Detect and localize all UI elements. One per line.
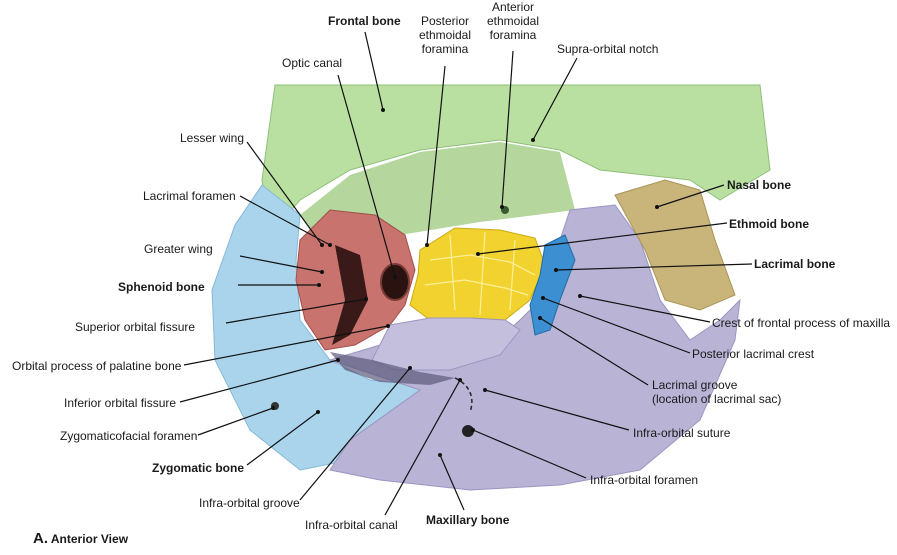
- label-zygomatic-bone: Zygomatic bone: [152, 461, 245, 475]
- label-lesser-wing: Lesser wing: [180, 131, 245, 145]
- label-infraorbital-canal: Infra-orbital canal: [305, 518, 398, 532]
- label-posterior-ethmoidal-foramina: Posterior ethmoidal foramina: [418, 14, 472, 56]
- infraorbital-foramen-hole: [462, 425, 474, 437]
- leader-dots: [271, 108, 659, 457]
- label-zygomaticofacial-foramen: Zygomaticofacial foramen: [60, 429, 198, 443]
- superior-orbital-fissure: [332, 245, 368, 345]
- label-frontal-bone: Frontal bone: [328, 14, 401, 28]
- caption-letter: A.: [33, 530, 48, 547]
- label-lacrimal-groove: Lacrimal groove (location of lacrimal sa…: [652, 378, 782, 406]
- caption-text: Anterior View: [50, 532, 129, 546]
- label-lacrimal-foramen: Lacrimal foramen: [143, 189, 236, 203]
- label-inferior-orbital-fissure: Inferior orbital fissure: [64, 396, 177, 410]
- inferior-orbital-fissure: [330, 352, 455, 385]
- label-greater-wing: Greater wing: [144, 242, 213, 256]
- maxillary-bone-region: [328, 204, 741, 491]
- label-infraorbital-suture: Infra-orbital suture: [633, 426, 731, 440]
- label-crest-frontal-process-maxilla: Crest of frontal process of maxilla: [712, 316, 891, 330]
- label-infraorbital-foramen: Infra-orbital foramen: [590, 473, 699, 487]
- ethmoid-cells: [424, 231, 536, 316]
- label-maxillary-bone: Maxillary bone: [426, 513, 510, 527]
- label-superior-orbital-fissure: Superior orbital fissure: [75, 320, 196, 334]
- label-supraorbital-notch: Supra-orbital notch: [557, 42, 659, 56]
- label-optic-canal: Optic canal: [282, 56, 343, 70]
- label-ethmoid-bone: Ethmoid bone: [729, 217, 809, 231]
- label-anterior-ethmoidal-foramina: Anterior ethmoidal foramina: [486, 0, 540, 42]
- leader-lines: [179, 31, 753, 516]
- figure-caption: A. Anterior View: [33, 530, 128, 547]
- label-lacrimal-bone: Lacrimal bone: [754, 257, 836, 271]
- optic-canal-hole: [380, 263, 410, 301]
- label-posterior-lacrimal-crest: Posterior lacrimal crest: [692, 347, 815, 361]
- label-infraorbital-groove: Infra-orbital groove: [199, 496, 300, 510]
- label-nasal-bone: Nasal bone: [727, 178, 792, 192]
- label-orbital-process-palatine: Orbital process of palatine bone: [12, 359, 182, 373]
- ethmoid-bone-region: [409, 227, 546, 321]
- label-sphenoid-bone: Sphenoid bone: [118, 280, 205, 294]
